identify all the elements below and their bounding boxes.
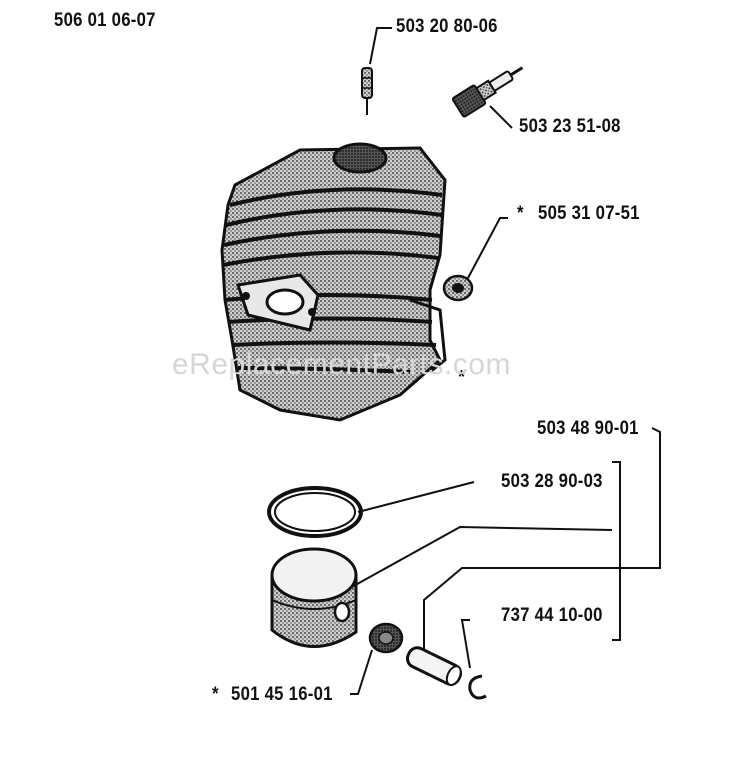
watermark-text: eReplacementParts.com <box>172 348 511 381</box>
leader-circlip <box>460 619 471 669</box>
spark-plug-drawing <box>451 66 524 118</box>
leader-piston-ring <box>357 481 475 513</box>
piston-ring-drawing <box>267 486 363 538</box>
bracket-piston-kit <box>612 427 661 569</box>
part-number-spring-pin[interactable]: 503 20 80-06 <box>396 16 498 37</box>
cylinder-asterisk: * <box>458 367 465 387</box>
part-number-decompression-valve[interactable]: 505 31 07-51 <box>538 203 640 224</box>
bracket-piston-pin-set <box>612 461 621 641</box>
leader-piston <box>349 525 613 589</box>
asterisk-decompression-valve: * <box>517 203 524 224</box>
assembly-number: 506 01 06-07 <box>54 10 156 31</box>
piston-drawing <box>270 547 358 648</box>
part-number-piston-ring[interactable]: 503 28 90-03 <box>501 471 603 492</box>
piston-pin-drawing <box>405 646 463 687</box>
part-number-spark-plug[interactable]: 503 23 51-08 <box>519 116 621 137</box>
part-number-piston-pin-set[interactable]: 737 44 10-00 <box>501 605 603 626</box>
part-number-piston-kit[interactable]: 503 48 90-01 <box>537 418 639 439</box>
leader-piston-pin <box>423 567 612 650</box>
leader-needle-bearing <box>350 649 373 695</box>
leader-decompression-valve <box>467 217 508 279</box>
asterisk-needle-bearing: * <box>212 684 219 705</box>
needle-bearing-drawing <box>368 622 404 654</box>
circlip-drawing <box>468 674 487 700</box>
cylinder-drawing <box>220 142 447 422</box>
decompression-valve-drawing <box>442 274 474 302</box>
leader-spring-pin <box>369 27 392 65</box>
spring-pin-drawing <box>361 67 373 115</box>
leader-spark-plug <box>489 105 513 129</box>
part-number-needle-bearing[interactable]: 501 45 16-01 <box>231 684 333 705</box>
